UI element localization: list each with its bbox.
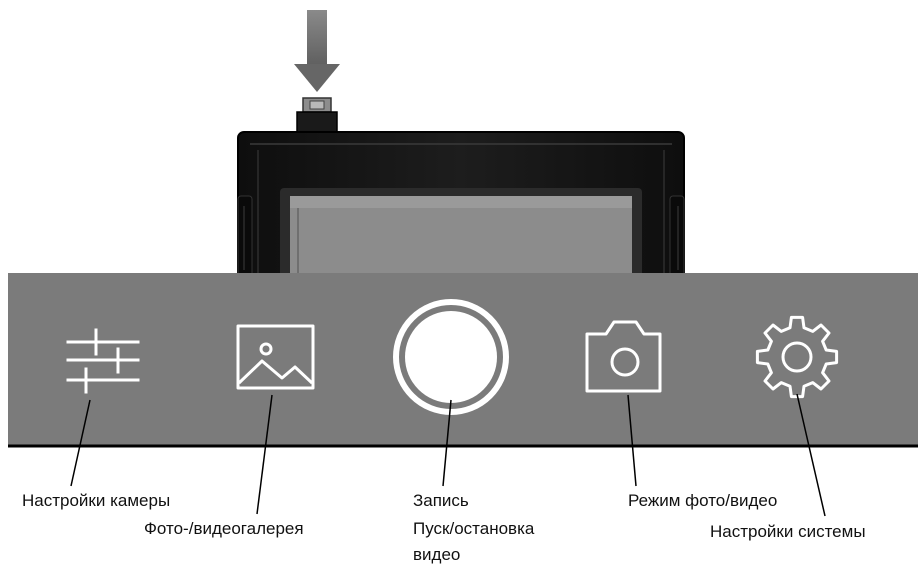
label-gallery: Фото-/видеогалерея bbox=[144, 519, 304, 538]
camera-icon bbox=[585, 320, 662, 393]
label-record-sub2: видео bbox=[413, 545, 461, 564]
gear-icon bbox=[755, 315, 839, 399]
power-button-knob bbox=[296, 97, 338, 135]
label-mode: Режим фото/видео bbox=[628, 491, 778, 510]
record-button[interactable] bbox=[392, 298, 510, 416]
label-record: Запись bbox=[413, 491, 469, 510]
leader-lines bbox=[70, 393, 826, 517]
down-arrow-icon bbox=[294, 10, 340, 92]
label-record-sub: Пуск/остановка bbox=[413, 519, 535, 538]
label-system-settings: Настройки системы bbox=[710, 522, 866, 541]
image-icon bbox=[236, 324, 315, 390]
label-camera-settings: Настройки камеры bbox=[22, 491, 171, 510]
sliders-icon bbox=[66, 328, 140, 394]
system-settings-button[interactable] bbox=[752, 312, 844, 404]
record-button-icon bbox=[393, 299, 509, 415]
camera-settings-button[interactable] bbox=[58, 320, 148, 400]
gallery-button[interactable] bbox=[230, 318, 322, 396]
device-screen bbox=[280, 188, 642, 288]
photo-video-mode-button[interactable] bbox=[580, 314, 670, 398]
